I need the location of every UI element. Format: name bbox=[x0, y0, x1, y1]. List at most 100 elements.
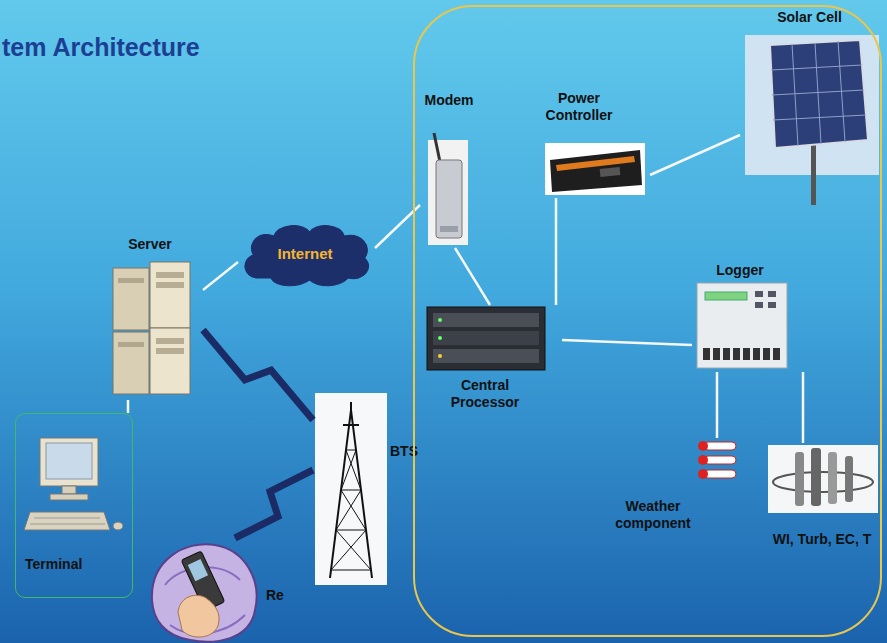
solar-panel-icon bbox=[815, 43, 821, 144]
server-icon bbox=[156, 272, 184, 278]
power-controller-icon bbox=[550, 150, 642, 192]
bts-tower-icon bbox=[341, 490, 361, 491]
weather-sensor-icon bbox=[704, 456, 736, 464]
bts-tower-icon bbox=[351, 410, 372, 578]
wired-link bbox=[203, 262, 238, 290]
wired-link bbox=[716, 372, 719, 438]
terminal-computer-icon bbox=[46, 443, 92, 479]
solar-panel-icon bbox=[745, 35, 879, 205]
central-processor-icon bbox=[438, 318, 442, 322]
mobile-phone-icon bbox=[188, 559, 208, 581]
water-sensor-node: WI, Turb, EC, T bbox=[765, 443, 879, 567]
server-node: Server bbox=[100, 236, 203, 400]
node-label: Internet bbox=[238, 245, 372, 262]
solar-panel-icon bbox=[772, 90, 864, 95]
server-icon bbox=[113, 268, 149, 330]
server-icon bbox=[156, 348, 184, 354]
solar-panel-icon bbox=[771, 65, 862, 70]
solar-panel-icon bbox=[773, 115, 866, 120]
bts-tower-icon bbox=[341, 490, 366, 530]
logger-icon bbox=[763, 348, 770, 360]
power-controller-icon bbox=[545, 143, 645, 195]
bts-tower-icon bbox=[336, 490, 361, 530]
water-sensor-icon bbox=[795, 452, 804, 506]
power-controller-icon bbox=[556, 156, 635, 171]
page-title: tem Architecture bbox=[2, 33, 200, 62]
wireless-link bbox=[203, 330, 313, 420]
mobile-phone-icon bbox=[152, 544, 257, 641]
mobile-phone-icon bbox=[152, 544, 257, 641]
modem-icon bbox=[434, 133, 440, 162]
central-processor-icon bbox=[438, 354, 442, 358]
water-sensor-icon bbox=[768, 445, 878, 513]
wireless-link bbox=[235, 470, 313, 538]
wired-link bbox=[555, 198, 558, 305]
node-label: Solar Cell bbox=[740, 9, 879, 26]
receiver-node: Re bbox=[148, 538, 299, 643]
wired-link bbox=[650, 135, 740, 175]
terminal-computer-icon bbox=[34, 518, 100, 519]
solar-panel-icon bbox=[811, 138, 816, 205]
wired-link bbox=[127, 400, 130, 413]
power-controller-icon bbox=[600, 167, 621, 177]
central-processor-node: Central Processor bbox=[425, 305, 562, 415]
logger-icon bbox=[755, 291, 763, 297]
logger-icon bbox=[733, 348, 740, 360]
terminal-computer-icon bbox=[62, 486, 76, 494]
internet-cloud: Internet bbox=[238, 220, 375, 290]
wired-link bbox=[562, 340, 692, 345]
water-sensor-icon bbox=[811, 448, 821, 506]
power-controller-icon bbox=[545, 143, 645, 195]
node-label: Weather component bbox=[610, 498, 696, 532]
weather-sensor-icon bbox=[698, 441, 708, 451]
terminal-computer-icon bbox=[24, 512, 110, 530]
terminal-computer-icon bbox=[113, 522, 123, 530]
node-label: WI, Turb, EC, T bbox=[770, 531, 874, 548]
node-label: Server bbox=[100, 236, 200, 253]
central-processor-icon bbox=[433, 349, 539, 363]
solar-cell-node: Solar Cell bbox=[740, 8, 882, 210]
server-icon bbox=[118, 278, 144, 283]
logger-icon bbox=[755, 302, 763, 308]
logger-icon bbox=[705, 292, 747, 300]
mobile-phone-icon bbox=[178, 595, 219, 637]
weather-sensor-icon bbox=[698, 441, 736, 479]
solar-panel-icon bbox=[792, 44, 798, 146]
water-sensor-icon bbox=[845, 456, 853, 502]
logger-icon bbox=[773, 348, 780, 360]
central-processor-icon bbox=[433, 331, 539, 345]
central-processor-icon bbox=[433, 313, 539, 327]
server-icon bbox=[118, 342, 144, 347]
water-sensor-icon bbox=[773, 472, 873, 492]
terminal-computer-icon bbox=[40, 438, 98, 486]
server-icon bbox=[156, 338, 184, 344]
wired-link bbox=[455, 248, 490, 305]
node-label: Terminal bbox=[25, 556, 105, 573]
terminal-computer-icon bbox=[30, 524, 105, 525]
central-processor-icon bbox=[427, 307, 545, 370]
server-icon bbox=[113, 262, 190, 394]
weather-sensor-icon bbox=[698, 469, 708, 479]
logger-icon bbox=[713, 348, 720, 360]
node-label: Power Controller bbox=[538, 90, 620, 124]
node-label: Re bbox=[266, 587, 296, 604]
bts-tower-icon bbox=[346, 450, 356, 451]
server-icon bbox=[113, 332, 149, 394]
station-boundary: Solar CellModem Power ControllerLoggerCen… bbox=[413, 5, 882, 637]
modem-icon bbox=[428, 140, 468, 245]
central-processor-icon bbox=[438, 336, 442, 340]
node-label: Modem bbox=[420, 92, 478, 109]
logger-icon bbox=[703, 348, 710, 360]
server-icon bbox=[156, 282, 184, 288]
logger-icon bbox=[753, 348, 760, 360]
bts-tower-icon bbox=[341, 450, 356, 490]
bts-tower-icon bbox=[315, 393, 387, 585]
logger-icon bbox=[743, 348, 750, 360]
bts-tower-icon bbox=[343, 424, 359, 426]
node-label: Logger bbox=[692, 262, 788, 279]
weather-sensor-icon bbox=[704, 470, 736, 478]
logger-icon bbox=[768, 291, 776, 297]
weather-sensor-icon bbox=[704, 442, 736, 450]
modem-icon bbox=[440, 226, 458, 232]
